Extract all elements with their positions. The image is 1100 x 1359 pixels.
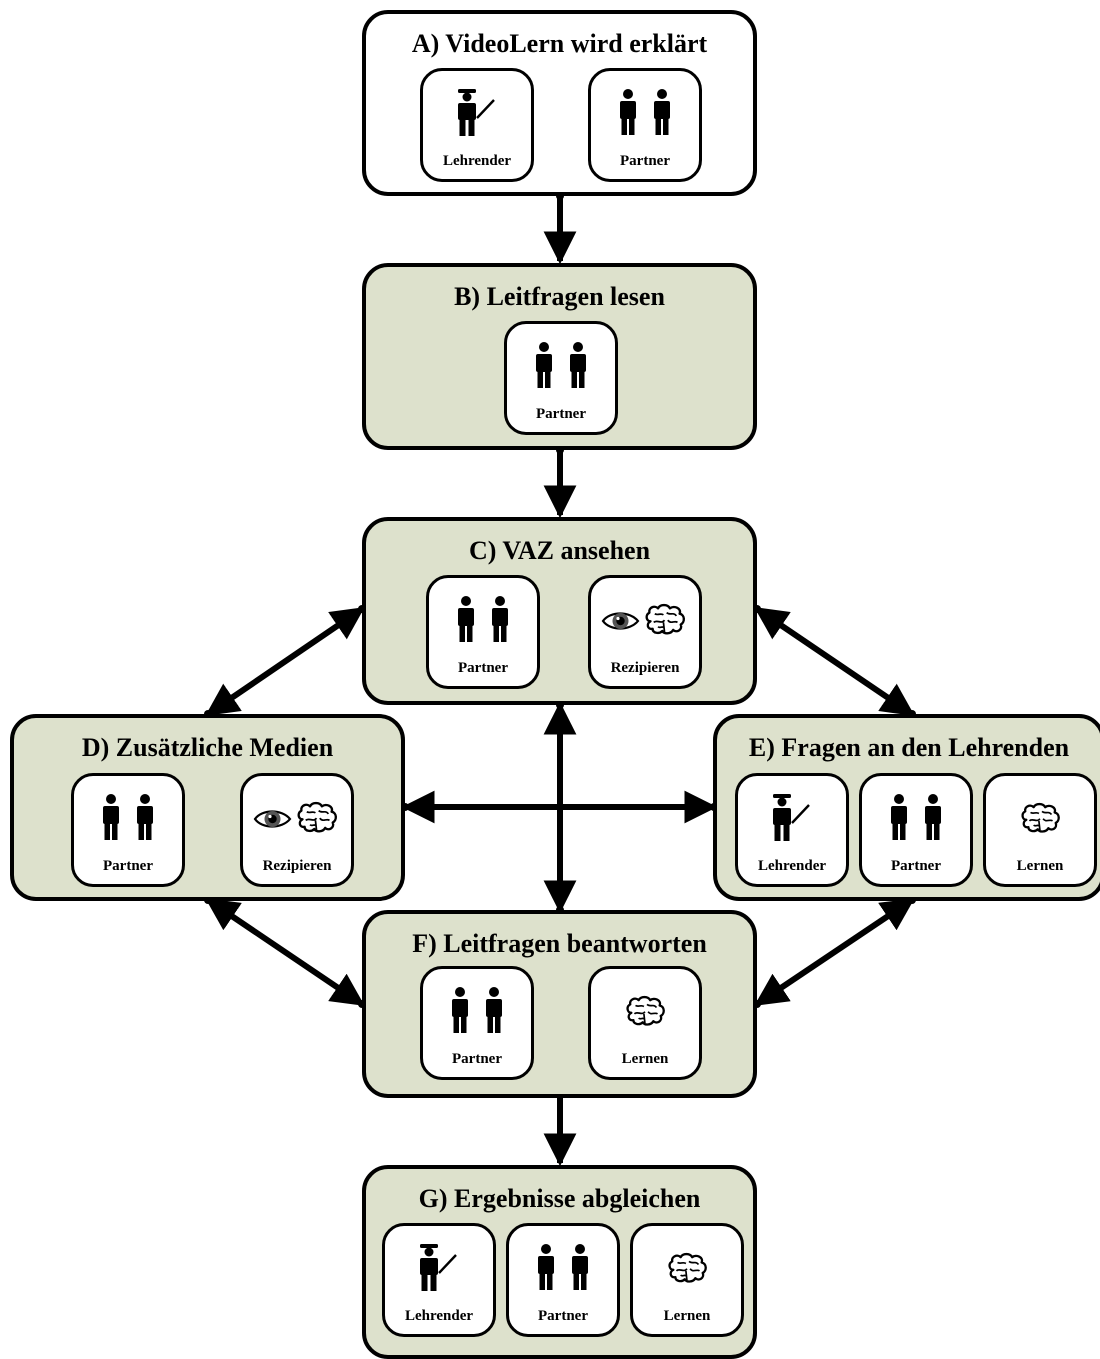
- actor-partner: Partner: [506, 1223, 620, 1337]
- arrow-c-e: [754, 606, 915, 717]
- actor-label: Partner: [891, 858, 941, 874]
- actor-label: Lehrender: [442, 153, 512, 169]
- actor-label: Partner: [620, 153, 670, 169]
- actor-label: Rezipieren: [262, 858, 332, 874]
- actor-perceive: Rezipieren: [588, 575, 702, 689]
- step-e: E) Fragen an den Lehrenden Lehrender Par…: [713, 714, 1100, 901]
- step-g: G) Ergebnisse abgleichen Lehrender Partn…: [362, 1165, 757, 1359]
- actor-label: Partner: [536, 406, 586, 422]
- actor-label: Lernen: [1016, 858, 1064, 874]
- brain-icon: [633, 1244, 741, 1306]
- step-title: G) Ergebnisse abgleichen: [418, 1184, 701, 1213]
- actor-partner: Partner: [426, 575, 540, 689]
- actor-teacher: Lehrender: [420, 68, 534, 182]
- step-f: F) Leitfragen beantworten Partner Lernen: [362, 910, 757, 1098]
- step-d: D) Zusätzliche Medien Partner Rezipieren: [10, 714, 405, 901]
- eye-brain-icon: [591, 596, 699, 658]
- arrow-d-f: [205, 897, 365, 1007]
- partner-icon: [509, 1244, 617, 1306]
- actor-label: Rezipieren: [610, 660, 680, 676]
- step-title: A) VideoLern wird erklärt: [411, 29, 708, 58]
- actor-label: Partner: [103, 858, 153, 874]
- actor-label: Lernen: [621, 1051, 669, 1067]
- actor-learn: Lernen: [630, 1223, 744, 1337]
- brain-icon: [591, 987, 699, 1049]
- teacher-icon: [738, 794, 846, 856]
- actor-learn: Lernen: [588, 966, 702, 1080]
- step-title: D) Zusätzliche Medien: [81, 733, 334, 762]
- arrow-c-d: [205, 606, 365, 717]
- actor-label: Partner: [452, 1051, 502, 1067]
- step-b: B) Leitfragen lesen Partner: [362, 263, 757, 450]
- partner-icon: [862, 794, 970, 856]
- partner-icon: [429, 596, 537, 658]
- partner-icon: [507, 342, 615, 404]
- actor-label: Lehrender: [404, 1308, 474, 1324]
- step-title: F) Leitfragen beantworten: [412, 929, 707, 958]
- step-title: C) VAZ ansehen: [468, 536, 651, 565]
- step-title: B) Leitfragen lesen: [454, 282, 665, 311]
- actor-teacher: Lehrender: [382, 1223, 496, 1337]
- actor-learn: Lernen: [983, 773, 1097, 887]
- eye-brain-icon: [243, 794, 351, 856]
- actor-label: Partner: [538, 1308, 588, 1324]
- brain-icon: [986, 794, 1094, 856]
- actor-teacher: Lehrender: [735, 773, 849, 887]
- actor-label: Lernen: [663, 1308, 711, 1324]
- actor-perceive: Rezipieren: [240, 773, 354, 887]
- actor-label: Partner: [458, 660, 508, 676]
- actor-partner: Partner: [504, 321, 618, 435]
- actor-partner: Partner: [420, 966, 534, 1080]
- actor-partner: Partner: [71, 773, 185, 887]
- step-title: E) Fragen an den Lehrenden: [748, 733, 1070, 762]
- actor-partner: Partner: [859, 773, 973, 887]
- partner-icon: [74, 794, 182, 856]
- teacher-icon: [385, 1244, 493, 1306]
- arrow-e-f: [754, 897, 915, 1007]
- partner-icon: [423, 987, 531, 1049]
- actor-partner: Partner: [588, 68, 702, 182]
- teacher-icon: [423, 89, 531, 151]
- actor-label: Lehrender: [757, 858, 827, 874]
- step-c: C) VAZ ansehen Partner Rezipieren: [362, 517, 757, 705]
- step-a: A) VideoLern wird erklärt Lehrender Part…: [362, 10, 757, 196]
- partner-icon: [591, 89, 699, 151]
